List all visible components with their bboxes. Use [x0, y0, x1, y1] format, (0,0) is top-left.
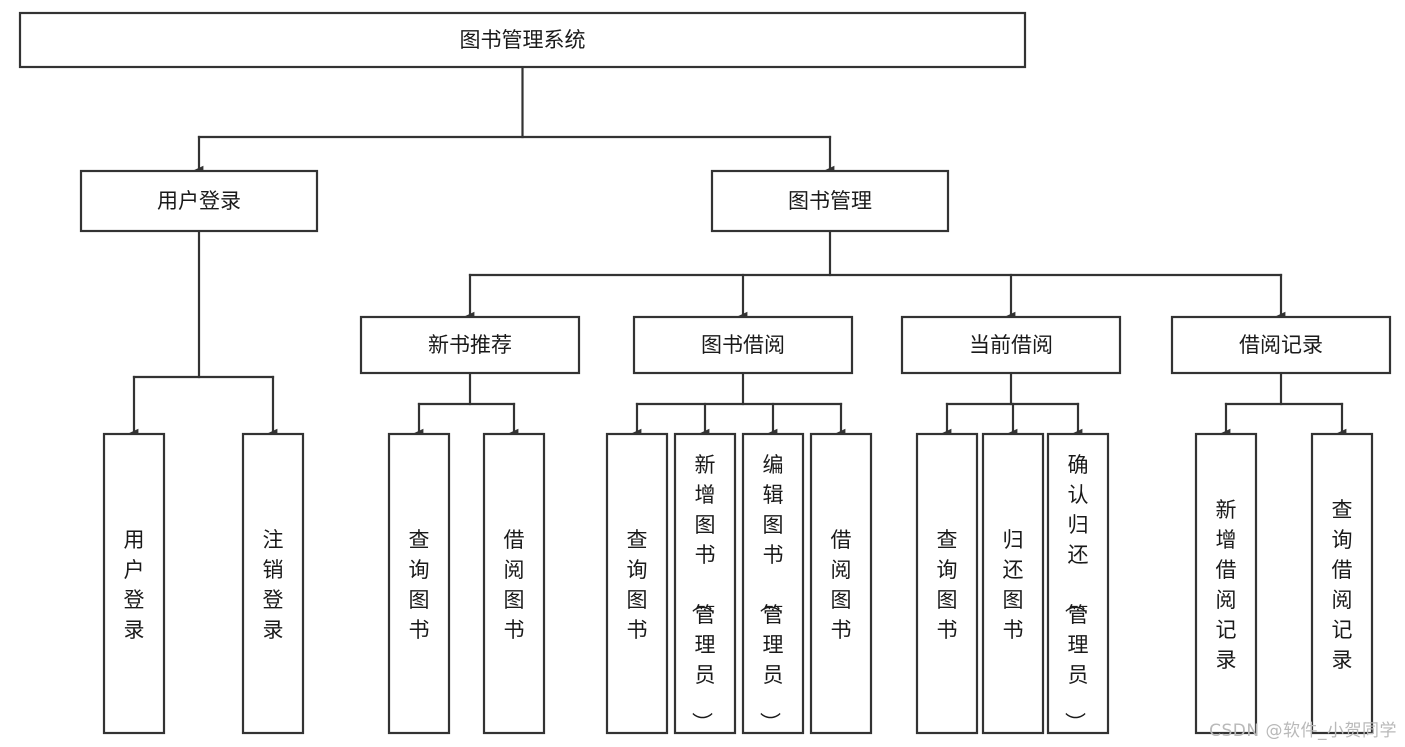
node-box-book-borrow[interactable]	[632, 315, 854, 375]
node-new-book-recommend[interactable]: 新书推荐	[359, 315, 581, 375]
node-label-leaf-query-borrow-record: 查询借阅记录	[1332, 498, 1353, 672]
node-label-leaf-add-borrow-record: 新增借阅记录	[1216, 498, 1237, 672]
node-label-root: 图书管理系统	[460, 28, 586, 52]
node-leaf-query-book-recommend[interactable]: 查询图书	[387, 432, 451, 735]
node-boxes: 图书管理系统用户登录图书管理新书推荐图书借阅当前借阅借阅记录用户登录注销登录查询…	[18, 11, 1392, 735]
node-box-user-login[interactable]	[79, 169, 319, 233]
node-box-book-manage[interactable]	[710, 169, 950, 233]
node-box-leaf-query-book-borrow[interactable]	[605, 432, 669, 735]
node-leaf-add-book[interactable]: 新增图书（管理员）	[673, 432, 737, 735]
node-leaf-query-book-borrow[interactable]: 查询图书	[605, 432, 669, 735]
node-box-leaf-edit-book[interactable]	[741, 432, 805, 735]
node-box-leaf-query-book-current[interactable]	[915, 432, 979, 735]
node-box-leaf-borrow-book-recommend[interactable]	[482, 432, 546, 735]
node-box-leaf-add-borrow-record[interactable]	[1194, 432, 1258, 735]
node-label-leaf-query-book-current: 查询图书	[937, 528, 958, 642]
node-box-borrow-record[interactable]	[1170, 315, 1392, 375]
node-current-borrow[interactable]: 当前借阅	[900, 315, 1122, 375]
node-box-leaf-add-book[interactable]	[673, 432, 737, 735]
node-label-new-book-recommend: 新书推荐	[428, 333, 512, 357]
node-box-root[interactable]	[18, 11, 1027, 69]
node-leaf-return-book[interactable]: 归还图书	[981, 432, 1045, 735]
node-label-leaf-add-book: 新增图书（管理员）	[690, 453, 716, 733]
node-label-leaf-query-book-borrow: 查询图书	[627, 528, 648, 642]
node-label-leaf-user-login: 用户登录	[124, 528, 145, 642]
node-box-current-borrow[interactable]	[900, 315, 1122, 375]
node-label-leaf-confirm-return: 确认归还（管理员）	[1063, 453, 1089, 733]
node-label-leaf-edit-book: 编辑图书（管理员）	[758, 453, 784, 733]
node-label-leaf-return-book: 归还图书	[1003, 528, 1024, 642]
node-box-leaf-user-logout[interactable]	[241, 432, 305, 735]
node-leaf-user-login[interactable]: 用户登录	[102, 432, 166, 735]
node-label-user-login: 用户登录	[157, 189, 241, 213]
node-label-borrow-record: 借阅记录	[1239, 333, 1323, 357]
node-label-leaf-user-logout: 注销登录	[263, 528, 284, 642]
node-leaf-add-borrow-record[interactable]: 新增借阅记录	[1194, 432, 1258, 735]
node-box-new-book-recommend[interactable]	[359, 315, 581, 375]
node-label-book-borrow: 图书借阅	[701, 333, 785, 357]
node-book-borrow[interactable]: 图书借阅	[632, 315, 854, 375]
node-label-leaf-borrow-book-recommend: 借阅图书	[504, 528, 525, 642]
node-box-leaf-confirm-return[interactable]	[1046, 432, 1110, 735]
node-user-login[interactable]: 用户登录	[79, 169, 319, 233]
node-leaf-borrow-book-recommend[interactable]: 借阅图书	[482, 432, 546, 735]
node-borrow-record[interactable]: 借阅记录	[1170, 315, 1392, 375]
node-root[interactable]: 图书管理系统	[18, 11, 1027, 69]
node-label-leaf-borrow-book: 借阅图书	[831, 528, 852, 642]
node-box-leaf-user-login[interactable]	[102, 432, 166, 735]
node-label-book-manage: 图书管理	[788, 189, 872, 213]
node-leaf-borrow-book[interactable]: 借阅图书	[809, 432, 873, 735]
node-label-current-borrow: 当前借阅	[969, 333, 1053, 357]
node-label-leaf-query-book-recommend: 查询图书	[409, 528, 430, 642]
node-leaf-edit-book[interactable]: 编辑图书（管理员）	[741, 432, 805, 735]
connector-edges	[129, 65, 1347, 438]
node-leaf-query-book-current[interactable]: 查询图书	[915, 432, 979, 735]
node-leaf-query-borrow-record[interactable]: 查询借阅记录	[1310, 432, 1374, 735]
node-box-leaf-return-book[interactable]	[981, 432, 1045, 735]
node-box-leaf-query-borrow-record[interactable]	[1310, 432, 1374, 735]
node-leaf-confirm-return[interactable]: 确认归还（管理员）	[1046, 432, 1110, 735]
node-leaf-user-logout[interactable]: 注销登录	[241, 432, 305, 735]
node-box-leaf-query-book-recommend[interactable]	[387, 432, 451, 735]
node-box-leaf-borrow-book[interactable]	[809, 432, 873, 735]
node-book-manage[interactable]: 图书管理	[710, 169, 950, 233]
